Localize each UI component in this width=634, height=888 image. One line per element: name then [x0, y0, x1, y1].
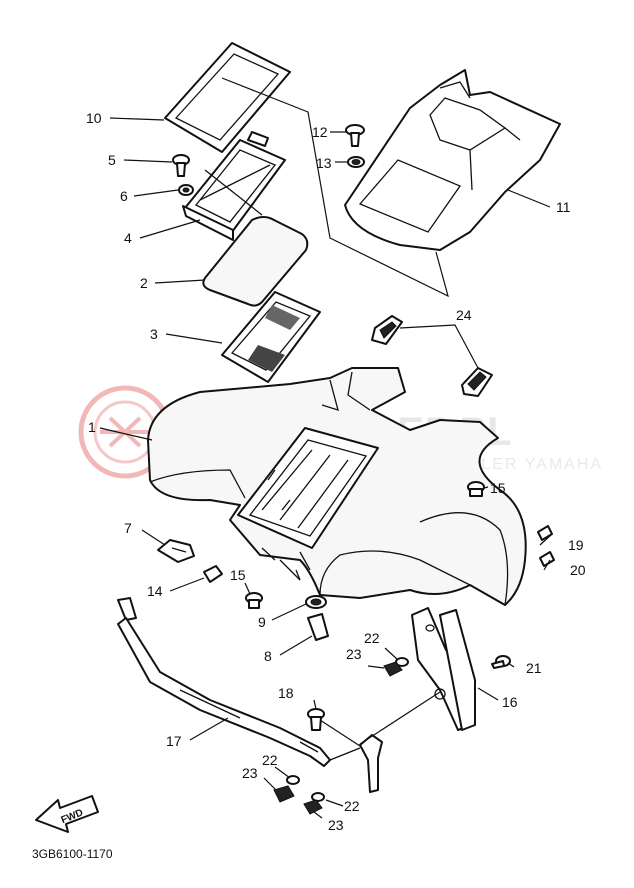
callout-6: 6: [120, 188, 128, 204]
callout-2: 2: [140, 275, 148, 291]
part-6-washer: [178, 184, 194, 196]
callout-7: 7: [124, 520, 132, 536]
part-16-fender-stay: [411, 607, 476, 731]
callout-21: 21: [526, 660, 542, 676]
callout-24: 24: [456, 307, 472, 323]
part-12-bolt: [345, 124, 365, 147]
callout-9: 9: [258, 614, 266, 630]
assembly-lines: [221, 77, 449, 298]
part-22-washer-lower-right: [311, 792, 325, 802]
part-15-bolt-upper: [467, 481, 485, 497]
part-9-clamp: [305, 595, 327, 609]
part-7-clip: [157, 539, 195, 563]
callout-17: 17: [166, 733, 182, 749]
callout-3: 3: [150, 326, 158, 342]
part-3-mesh-screen: [221, 291, 321, 383]
callout-18: 18: [278, 685, 294, 701]
part-20-screw: [539, 551, 555, 567]
part-23-nut-lower-right: [303, 799, 323, 815]
part-24-grommet-upper: [371, 315, 403, 345]
callout-23-lower-left: 23: [242, 765, 258, 781]
forward-arrow-icon: FWD: [35, 795, 99, 833]
callout-14: 14: [147, 583, 163, 599]
callout-19: 19: [568, 537, 584, 553]
callout-5: 5: [108, 152, 116, 168]
callout-22-lower-left: 22: [262, 752, 278, 768]
callout-22-upper: 22: [364, 630, 380, 646]
callout-23-upper: 23: [346, 646, 362, 662]
part-23-nut-lower-left: [273, 785, 295, 803]
part-8-drain-hose: [307, 613, 329, 641]
part-11-top-cover: [344, 69, 561, 251]
callout-13: 13: [316, 155, 332, 171]
callout-15-lower: 15: [230, 567, 246, 583]
part-5-screw: [172, 154, 190, 177]
leader-lines: [99, 117, 553, 819]
part-18-bolt: [307, 708, 325, 731]
callout-20: 20: [570, 562, 586, 578]
part-21-bolt: [491, 655, 511, 669]
callout-labels: 10 5 6 4 2 3 1 12 13 11 24 15 7 14 15 9 …: [86, 110, 586, 833]
part-10-air-box-gasket: [164, 42, 291, 153]
callout-23-lower-right: 23: [328, 817, 344, 833]
callout-4: 4: [124, 230, 132, 246]
callout-16: 16: [502, 694, 518, 710]
callout-15-upper: 15: [490, 480, 506, 496]
callout-1: 1: [88, 419, 96, 435]
part-23-nut-upper: [383, 661, 403, 677]
callout-8: 8: [264, 648, 272, 664]
part-1-front-fender: [147, 367, 527, 606]
part-2-filter-element: [202, 216, 309, 307]
part-4-filter-holder: [182, 131, 286, 241]
part-13-washer: [347, 156, 365, 168]
part-15-bolt-lower: [245, 592, 263, 609]
callout-12: 12: [312, 124, 328, 140]
part-24-grommet-lower: [461, 367, 493, 397]
part-17-stay-rod: [117, 597, 383, 793]
callout-11: 11: [556, 199, 571, 215]
part-19-screw: [537, 525, 553, 541]
callout-10: 10: [86, 110, 102, 126]
part-14-bracket: [203, 565, 223, 583]
callout-22-lower-right: 22: [344, 798, 360, 814]
diagram-code: 3GB6100-1170: [32, 847, 113, 861]
